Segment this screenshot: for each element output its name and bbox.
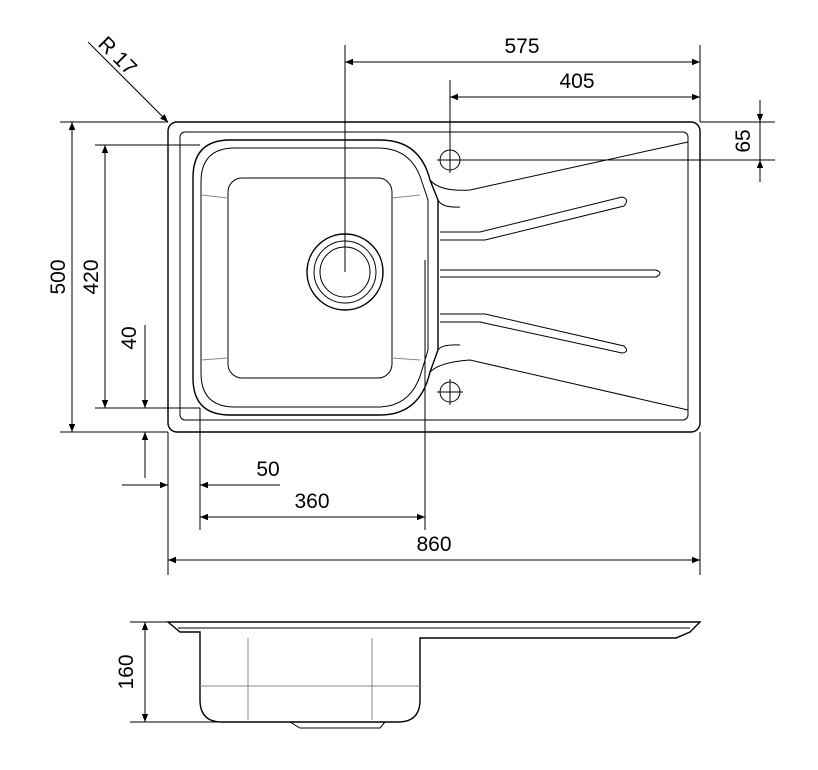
drainboard-ribs [440,196,661,354]
dim-360: 360 [294,490,329,513]
dim-405: 405 [559,70,594,93]
dim-575: 575 [504,35,539,58]
bowl-bottom [227,177,393,379]
radius-label: R 17 [93,32,141,80]
dim-160: 160 [115,654,138,689]
extension-lines [60,45,775,575]
bowl-outline [192,139,439,416]
dim-420: 420 [80,259,103,294]
dimension-lines [68,41,764,723]
sink-outline [167,121,701,433]
sink-flange [179,131,689,421]
sink-top-view [167,121,701,433]
tap-hole-bottom [437,379,463,405]
drainboard-edge [429,141,689,411]
sink-side-view [166,621,702,729]
dim-860: 860 [416,533,451,556]
dim-65: 65 [732,129,755,152]
dim-50: 50 [256,458,279,481]
dim-500: 500 [47,259,70,294]
dim-40: 40 [118,326,141,349]
